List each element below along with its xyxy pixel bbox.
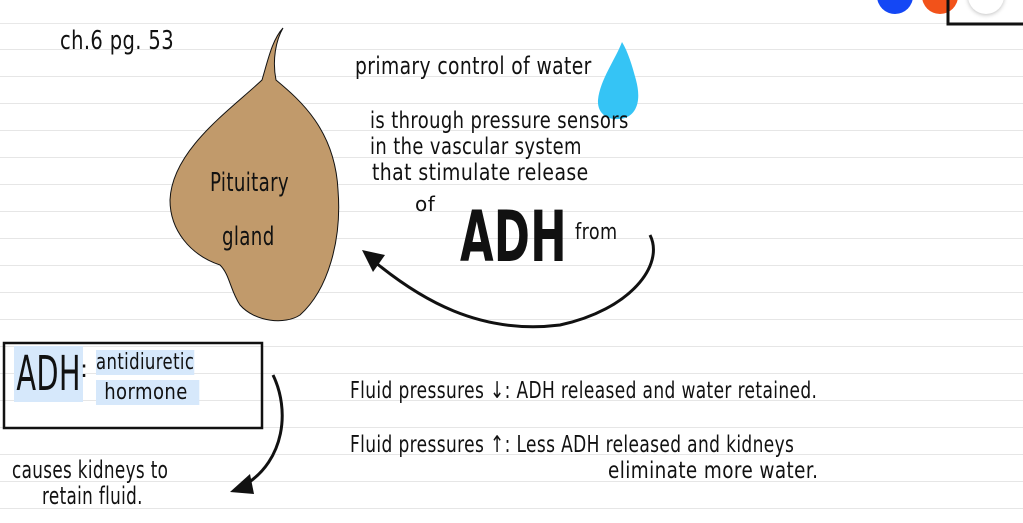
- definition-term: ADH: [14, 346, 84, 402]
- explanation-line2: is through pressure sensors: [370, 108, 629, 134]
- arrowhead: [362, 250, 385, 272]
- explanation-line4: that stimulate release: [372, 160, 589, 186]
- pressure-text: : ADH released and water retained.: [504, 378, 818, 404]
- blue-pen-color-button[interactable]: [877, 0, 913, 14]
- curved-arrow-to-effect: [244, 374, 284, 487]
- white-pen-color-button[interactable]: [968, 0, 1004, 14]
- definition-meaning-line2: hormone: [96, 380, 200, 405]
- gland-label-line1: Pituitary: [210, 168, 290, 198]
- explanation-line3: in the vascular system: [370, 134, 582, 160]
- pressure-increase-row: Fluid pressures ↑: Less ADH released and…: [350, 432, 794, 458]
- pressure-label: Fluid pressures: [350, 378, 485, 404]
- curved-arrow-adh-to-gland: [369, 234, 655, 329]
- explanation-from: from: [575, 220, 618, 245]
- toolbar: [0, 0, 1023, 24]
- explanation-line1: primary control of water: [355, 52, 592, 80]
- pressure-text: : Less ADH released and kidneys: [504, 432, 795, 458]
- definition-box: [2, 341, 264, 430]
- corner-box-line: [946, 0, 1023, 26]
- definition-meaning-line1: antidiuretic: [96, 350, 195, 375]
- water-drop-shape: [597, 42, 639, 120]
- explanation-adh: ADH: [460, 196, 567, 278]
- pituitary-gland-shape: [169, 27, 340, 322]
- arrow-down-icon: ↓: [489, 378, 505, 404]
- pressure-increase-line2: eliminate more water.: [608, 458, 819, 484]
- pressure-decrease-row: Fluid pressures ↓: ADH released and wate…: [350, 378, 817, 404]
- effect-line2: retain fluid.: [42, 482, 143, 510]
- definition-colon: :: [80, 355, 89, 383]
- effect-line1: causes kidneys to: [12, 456, 169, 484]
- pressure-label: Fluid pressures: [350, 432, 485, 458]
- explanation-of: of: [415, 192, 436, 216]
- gland-label-line2: gland: [222, 222, 275, 252]
- arrowhead: [230, 474, 254, 494]
- arrow-up-icon: ↑: [489, 432, 505, 458]
- page-reference: ch.6 pg. 53: [60, 26, 174, 56]
